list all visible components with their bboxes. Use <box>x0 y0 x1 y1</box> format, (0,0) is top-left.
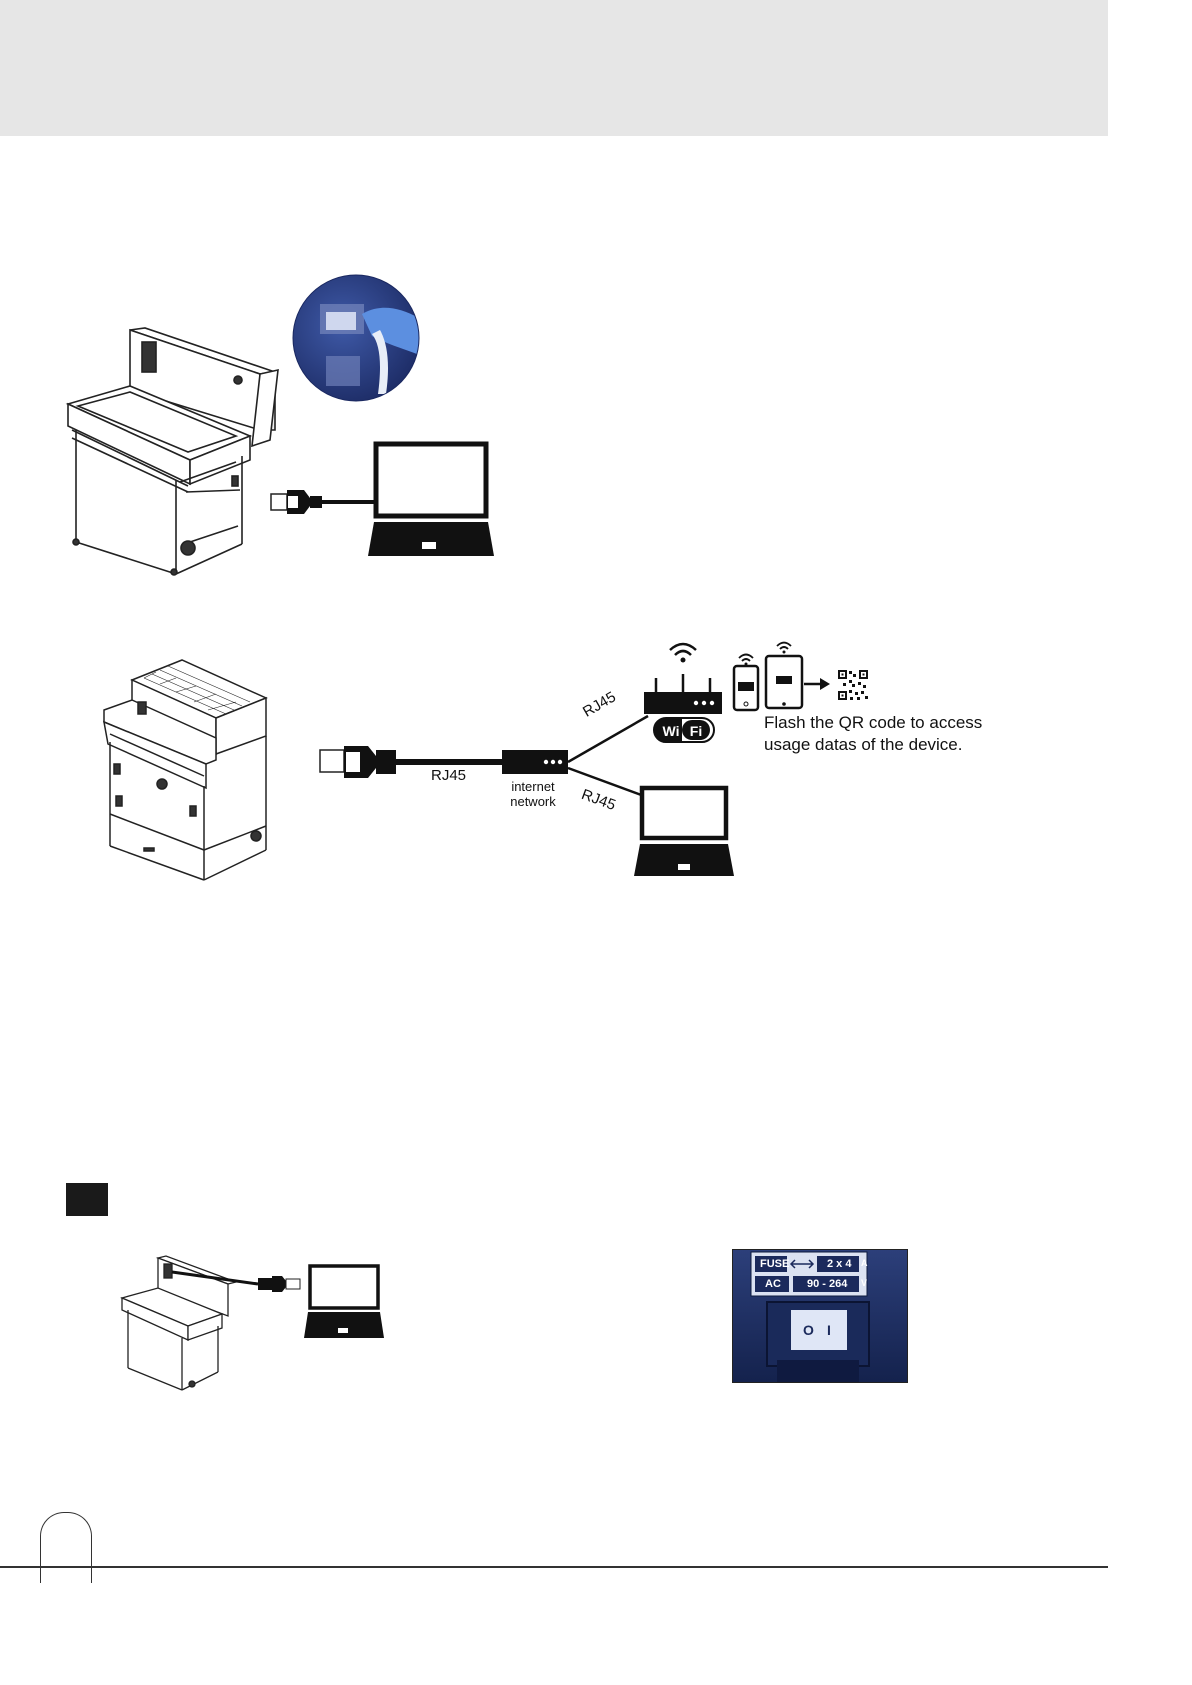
arrow-right-icon <box>804 678 830 690</box>
laptop-icon <box>634 788 734 876</box>
rj45-cable-label: RJ45 <box>431 767 466 784</box>
power-switch-photo: FUSE 2 x 4 AC 90 - 264 A V O I <box>732 1249 908 1383</box>
fume-cabinet-drawing <box>68 328 278 575</box>
section-marker <box>66 1183 108 1216</box>
fuse-label: FUSE <box>760 1258 789 1270</box>
page-number-tab <box>40 1512 92 1583</box>
wifi-logo-left: Wi <box>663 723 680 739</box>
laptop-icon <box>368 444 494 556</box>
network-diagram: Wi Fi <box>96 630 896 890</box>
bottom-rule <box>0 1566 1108 1568</box>
qr-code-icon <box>838 670 868 700</box>
wifi-logo-right: Fi <box>690 723 702 739</box>
wifi-router-icon <box>644 644 722 714</box>
ac-label: AC <box>765 1278 781 1290</box>
rj45-plug-icon <box>258 1276 300 1292</box>
switch-on-label: I <box>827 1322 831 1338</box>
fuse-value: 2 x 4 <box>827 1258 851 1270</box>
fume-cabinet-filter-drawing <box>104 660 266 880</box>
rj45-plug-icon <box>320 746 502 778</box>
ac-value: 90 - 264 <box>807 1278 847 1290</box>
wifi-logo: Wi Fi <box>654 718 714 742</box>
tablet-icon <box>766 643 802 709</box>
rj45-plug-icon <box>271 490 378 514</box>
smartphone-icon <box>734 655 758 711</box>
qr-code-caption: Flash the QR code to access usage datas … <box>764 712 984 756</box>
network-box-label: internet network <box>502 779 564 809</box>
small-cabinet-laptop-figure <box>118 1246 388 1396</box>
switch-off-label: O <box>803 1322 814 1338</box>
laptop-icon <box>304 1266 384 1338</box>
cable-plug-photo <box>290 274 422 402</box>
header-band <box>0 0 1108 136</box>
volt-unit: V <box>861 1278 867 1288</box>
amp-unit: A <box>861 1258 868 1268</box>
